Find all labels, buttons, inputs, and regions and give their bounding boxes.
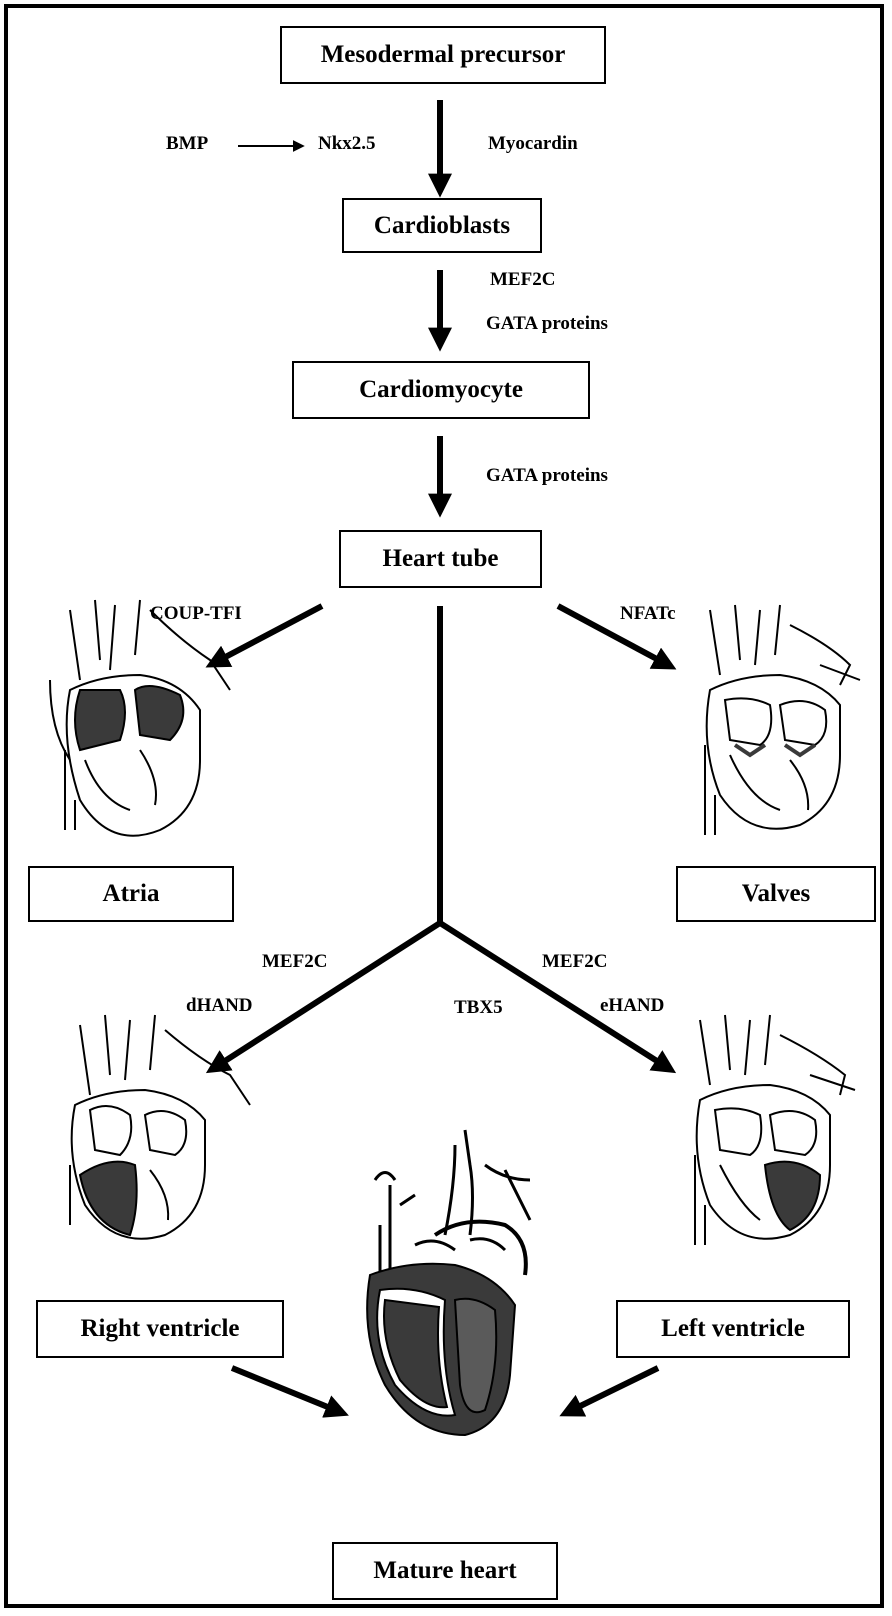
factor-gata-1: GATA proteins — [486, 314, 608, 333]
factor-ehand: eHAND — [600, 996, 664, 1015]
stage-right-ventricle: Right ventricle — [36, 1300, 284, 1358]
stage-cardioblasts: Cardioblasts — [342, 198, 542, 253]
factor-nfatc: NFATc — [620, 604, 676, 623]
arrow-right-ventricle-to-mature — [232, 1368, 340, 1412]
factor-dhand: dHAND — [186, 996, 253, 1015]
factor-nkx25: Nkx2.5 — [318, 134, 376, 153]
arrow-left-ventricle-to-mature — [568, 1368, 658, 1412]
stage-mature-heart: Mature heart — [332, 1542, 558, 1600]
factor-mef2c-left: MEF2C — [542, 952, 607, 971]
factor-gata-2: GATA proteins — [486, 466, 608, 485]
heart-illustration-mature — [367, 1130, 530, 1435]
heart-illustration-left-ventricle — [695, 1015, 855, 1245]
heart-illustration-right-ventricle — [70, 1015, 250, 1239]
stage-left-ventricle: Left ventricle — [616, 1300, 850, 1358]
stage-atria: Atria — [28, 866, 234, 922]
stage-valves: Valves — [676, 866, 876, 922]
factor-bmp: BMP — [166, 134, 208, 153]
stage-heart-tube: Heart tube — [339, 530, 542, 588]
factor-mef2c-right: MEF2C — [262, 952, 327, 971]
heart-illustration-atria — [50, 600, 230, 836]
stage-cardiomyocyte: Cardiomyocyte — [292, 361, 590, 419]
heart-illustration-valves — [705, 605, 860, 835]
factor-tbx5: TBX5 — [454, 998, 503, 1017]
stage-mesodermal-precursor: Mesodermal precursor — [280, 26, 606, 84]
factor-mef2c-1: MEF2C — [490, 270, 555, 289]
factor-myocardin: Myocardin — [488, 134, 578, 153]
factor-coup-tfi: COUP-TFI — [150, 604, 242, 623]
